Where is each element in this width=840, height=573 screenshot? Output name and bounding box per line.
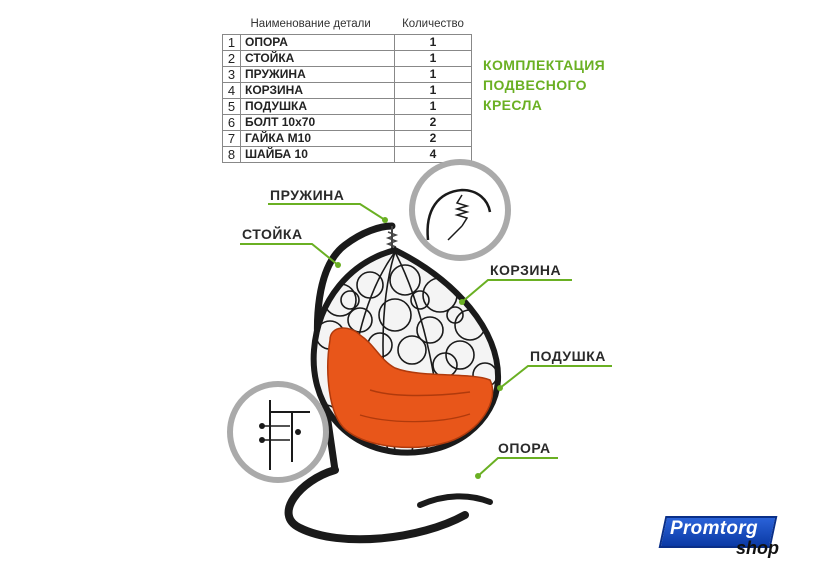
heading-line-3: КРЕСЛА xyxy=(483,97,543,113)
basket-leader xyxy=(461,279,572,303)
row-name: КОРЗИНА xyxy=(240,82,395,99)
cushion-leader xyxy=(499,365,612,389)
leader-lines xyxy=(240,203,612,477)
label-cushion: ПОДУШКА xyxy=(530,348,606,364)
label-stand: СТОЙКА xyxy=(242,226,303,242)
promtorg-logo: Promtorg shop xyxy=(658,516,822,564)
table-header-name: Наименование детали xyxy=(250,18,371,30)
row-name: ГАЙКА М10 xyxy=(240,130,395,147)
stand-leader xyxy=(240,243,339,266)
base-leader xyxy=(477,457,558,477)
row-name: ПОДУШКА xyxy=(240,98,395,115)
heading-line-2: ПОДВЕСНОГО xyxy=(483,77,587,93)
label-basket: КОРЗИНА xyxy=(490,262,562,278)
logo-brand-text: Promtorg xyxy=(670,518,758,539)
leader-dots xyxy=(335,217,503,479)
row-name: ШАЙБА 10 xyxy=(240,146,395,163)
row-name: СТОЙКА xyxy=(240,50,395,67)
chair-spring xyxy=(385,226,399,252)
heading-line-1: КОМПЛЕКТАЦИЯ xyxy=(483,57,606,73)
row-name: ОПОРА xyxy=(240,34,395,51)
label-spring: ПРУЖИНА xyxy=(270,187,345,203)
row-qty: 4 xyxy=(394,146,472,163)
logo-shop-text: shop xyxy=(736,538,779,558)
table-header-qty: Количество xyxy=(402,18,464,30)
kit-heading: КОМПЛЕКТАЦИЯ ПОДВЕСНОГО КРЕСЛА xyxy=(483,55,605,115)
label-base: ОПОРА xyxy=(498,440,551,456)
chair-cushion xyxy=(327,327,494,449)
table-header-row: Наименование детали Количество xyxy=(223,14,472,35)
bolt-detail-callout xyxy=(227,381,329,483)
spring-leader xyxy=(268,203,386,221)
spring-detail-callout xyxy=(409,159,511,261)
